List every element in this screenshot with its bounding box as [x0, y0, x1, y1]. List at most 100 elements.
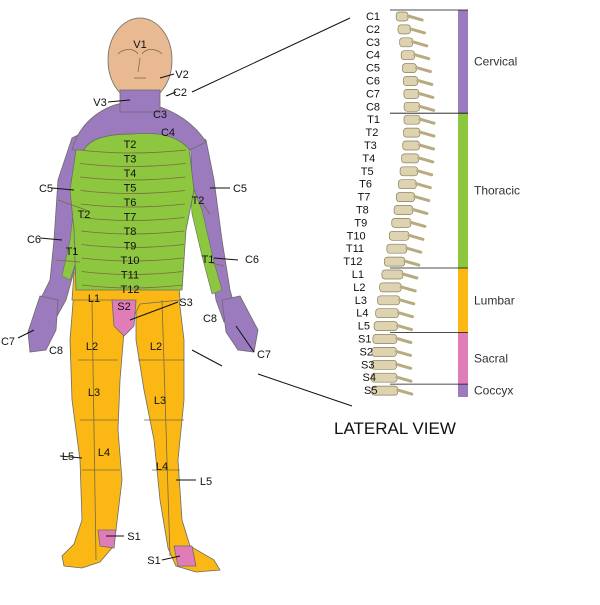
- spinous-process: [411, 40, 429, 48]
- right-arm-label: C7: [257, 349, 271, 361]
- connector-top: [191, 17, 351, 93]
- leg-dermatome-label: L2: [86, 341, 98, 353]
- vertebra-label: S1: [358, 334, 371, 346]
- vertebra-label: T11: [346, 243, 364, 255]
- lateral-view-caption: LATERAL VIEW: [334, 419, 456, 438]
- groin-label: S2: [117, 301, 130, 313]
- vertebra-label: T12: [343, 256, 362, 268]
- connector-bottom-2: [257, 373, 353, 407]
- torso-segment-line: [81, 257, 184, 262]
- vertebra: [372, 334, 398, 344]
- vertebra: [403, 89, 420, 99]
- vertebra-label: L3: [355, 295, 367, 307]
- torso-dermatome-label: T11: [121, 270, 139, 282]
- right-arm-label: T1: [202, 254, 215, 266]
- region-bar-segment: [458, 332, 468, 385]
- vertebra-label: T2: [366, 127, 379, 139]
- region-bar-segment: [458, 10, 468, 114]
- face-label: V3: [93, 97, 106, 109]
- spinous-process: [413, 195, 431, 203]
- vertebra-label: S4: [363, 372, 376, 384]
- torso-dermatome-label: T9: [124, 241, 137, 253]
- spinous-process: [416, 79, 434, 86]
- left-arm-label: C7: [1, 336, 15, 348]
- vertebra-label: L5: [358, 321, 370, 333]
- spinous-process: [416, 169, 434, 177]
- torso-dermatome-label: T12: [121, 284, 140, 296]
- face-label: V1: [133, 39, 146, 51]
- spinous-process: [418, 143, 436, 151]
- vertebra-label: L1: [352, 269, 364, 281]
- vertebra: [373, 321, 398, 331]
- leg-dermatome-label: L4: [156, 461, 168, 473]
- spinous-process: [395, 337, 413, 344]
- vertebra-label: T5: [361, 166, 374, 178]
- torso-segment-line: [81, 284, 184, 289]
- vertebra-label: T6: [359, 179, 372, 191]
- left-arm-label: C5: [39, 183, 53, 195]
- right-arm-label: C5: [233, 183, 247, 195]
- left-arm-label: C6: [27, 234, 41, 246]
- left-arm-label: T2: [78, 209, 91, 221]
- right-foot-patch: [173, 545, 197, 567]
- torso-dermatome-label: T7: [124, 212, 137, 224]
- spinous-process: [414, 182, 432, 190]
- spinous-process: [418, 130, 436, 138]
- torso-dermatome-label: T5: [124, 183, 137, 195]
- vertebra: [401, 153, 420, 164]
- torso-segment-line: [80, 203, 185, 208]
- region-label: Thoracic: [474, 184, 520, 198]
- vertebra: [395, 192, 416, 202]
- vertebra: [388, 230, 410, 241]
- vertebra-label: L2: [353, 282, 365, 294]
- vertebra-label: T3: [364, 140, 377, 152]
- region-label: Sacral: [474, 351, 508, 365]
- spinous-process: [407, 233, 425, 241]
- vertebra: [379, 282, 402, 293]
- vertebra-label: C6: [366, 76, 380, 88]
- torso-segment-line: [80, 190, 186, 194]
- vertebra-label: T1: [367, 114, 380, 126]
- vertebra-label: S3: [361, 359, 374, 371]
- region-bar-segment: [458, 113, 468, 268]
- vertebra: [403, 101, 420, 112]
- torso-segment-line: [80, 163, 186, 167]
- torso-segment-line: [80, 217, 185, 221]
- leg-segment-lines: [78, 299, 184, 561]
- face-label: V2: [175, 69, 188, 81]
- right-arm-thoracic-strip: [189, 179, 223, 295]
- groin-label: S3: [179, 297, 192, 309]
- spinous-process: [401, 272, 419, 280]
- right-arm-label: C6: [245, 254, 259, 266]
- vertebra-label: C4: [366, 50, 380, 62]
- spinous-process: [396, 388, 414, 396]
- spinous-process: [405, 246, 423, 254]
- leg-dermatome-label: L4: [98, 447, 110, 459]
- spinous-process: [417, 156, 435, 164]
- spinous-process: [399, 285, 417, 293]
- torso-dermatome-label: T3: [124, 154, 137, 166]
- vertebra: [399, 166, 419, 177]
- connector-bottom: [191, 349, 223, 367]
- vertebra: [402, 63, 417, 73]
- vertebra: [402, 140, 420, 151]
- body-leader-lines: [17, 73, 255, 561]
- left-arm-label: T1: [66, 246, 79, 258]
- spinous-process: [398, 298, 416, 306]
- spinous-process: [396, 311, 414, 319]
- spine-vertebra-labels: C1C2C3C4C5C6C7C8T1T2T3T4T5T6T7T8T9T10T11…: [343, 11, 380, 397]
- spinous-process: [414, 66, 432, 74]
- torso-segment-line: [79, 149, 187, 154]
- vertebra: [403, 114, 421, 125]
- torso-dermatome-label: T2: [124, 139, 137, 151]
- region-bar-segment: [458, 268, 468, 333]
- vertebra: [397, 179, 417, 190]
- torso-dermatome-label: T6: [124, 197, 137, 209]
- spinous-process: [413, 53, 431, 61]
- spinous-process: [395, 362, 413, 370]
- vertebra-label: C1: [366, 11, 380, 23]
- vertebra: [403, 127, 421, 138]
- spinous-process: [418, 117, 436, 125]
